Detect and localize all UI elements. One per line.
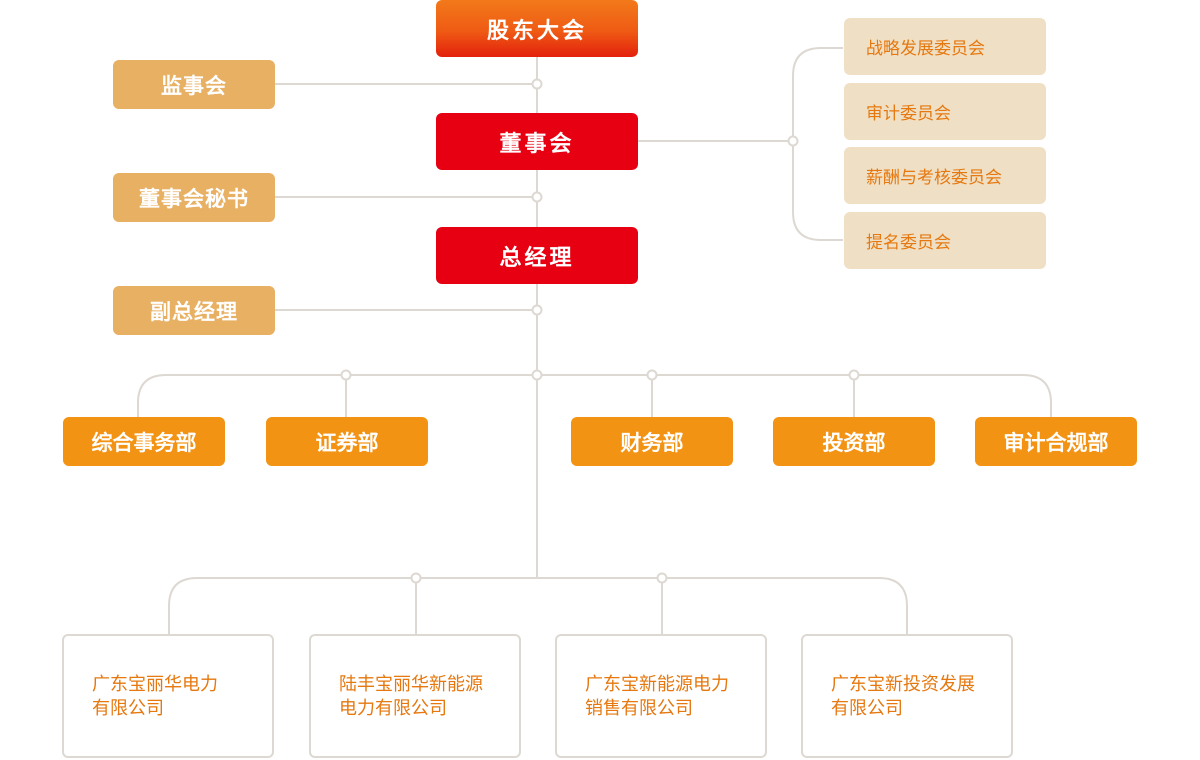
dept-finance-box: 财务部 xyxy=(571,417,733,466)
general-manager-box: 总经理 xyxy=(436,227,638,284)
shareholders-meeting-box: 股东大会 xyxy=(436,0,638,57)
subsidiary-name-line2: 有限公司 xyxy=(92,698,164,719)
dept-audit-compliance-box: 审计合规部 xyxy=(975,417,1137,466)
committee-bracket xyxy=(792,47,843,241)
committee-nomination-box: 提名委员会 xyxy=(844,212,1046,269)
department-bus xyxy=(137,374,1052,417)
subsidiary-box: 广东宝新投资发展 有限公司 xyxy=(801,634,1013,758)
junction-dot xyxy=(531,191,543,203)
board-of-directors-box: 董事会 xyxy=(436,113,638,170)
subsidiary-name-line1: 广东宝丽华电力 xyxy=(92,674,218,695)
subsidiary-box: 陆丰宝丽华新能源 电力有限公司 xyxy=(309,634,521,758)
junction-dot xyxy=(656,572,668,584)
board-secretary-box: 董事会秘书 xyxy=(113,173,275,222)
subsidiary-name-line2: 销售有限公司 xyxy=(585,698,693,719)
subsidiary-name-line1: 陆丰宝丽华新能源 xyxy=(339,674,483,695)
supervisory-board-box: 监事会 xyxy=(113,60,275,109)
dept-securities-box: 证券部 xyxy=(266,417,428,466)
committee-remuneration-box: 薪酬与考核委员会 xyxy=(844,147,1046,204)
subsidiary-name-line2: 有限公司 xyxy=(831,698,903,719)
subsidiary-box: 广东宝新能源电力 销售有限公司 xyxy=(555,634,767,758)
junction-dot xyxy=(646,369,658,381)
dept-general-affairs-box: 综合事务部 xyxy=(63,417,225,466)
junction-dot xyxy=(787,135,799,147)
subsidiary-name-line1: 广东宝新能源电力 xyxy=(585,674,729,695)
subsidiary-name-line1: 广东宝新投资发展 xyxy=(831,674,975,695)
junction-dot xyxy=(531,78,543,90)
junction-dot xyxy=(848,369,860,381)
junction-dot xyxy=(410,572,422,584)
subsidiary-bus xyxy=(168,577,908,635)
junction-dot xyxy=(340,369,352,381)
subsidiary-box: 广东宝丽华电力 有限公司 xyxy=(62,634,274,758)
committee-strategy-box: 战略发展委员会 xyxy=(844,18,1046,75)
junction-dot xyxy=(531,304,543,316)
subsidiary-name-line2: 电力有限公司 xyxy=(339,698,447,719)
committee-audit-box: 审计委员会 xyxy=(844,83,1046,140)
dept-investment-box: 投资部 xyxy=(773,417,935,466)
junction-dot xyxy=(531,369,543,381)
deputy-general-manager-box: 副总经理 xyxy=(113,286,275,335)
